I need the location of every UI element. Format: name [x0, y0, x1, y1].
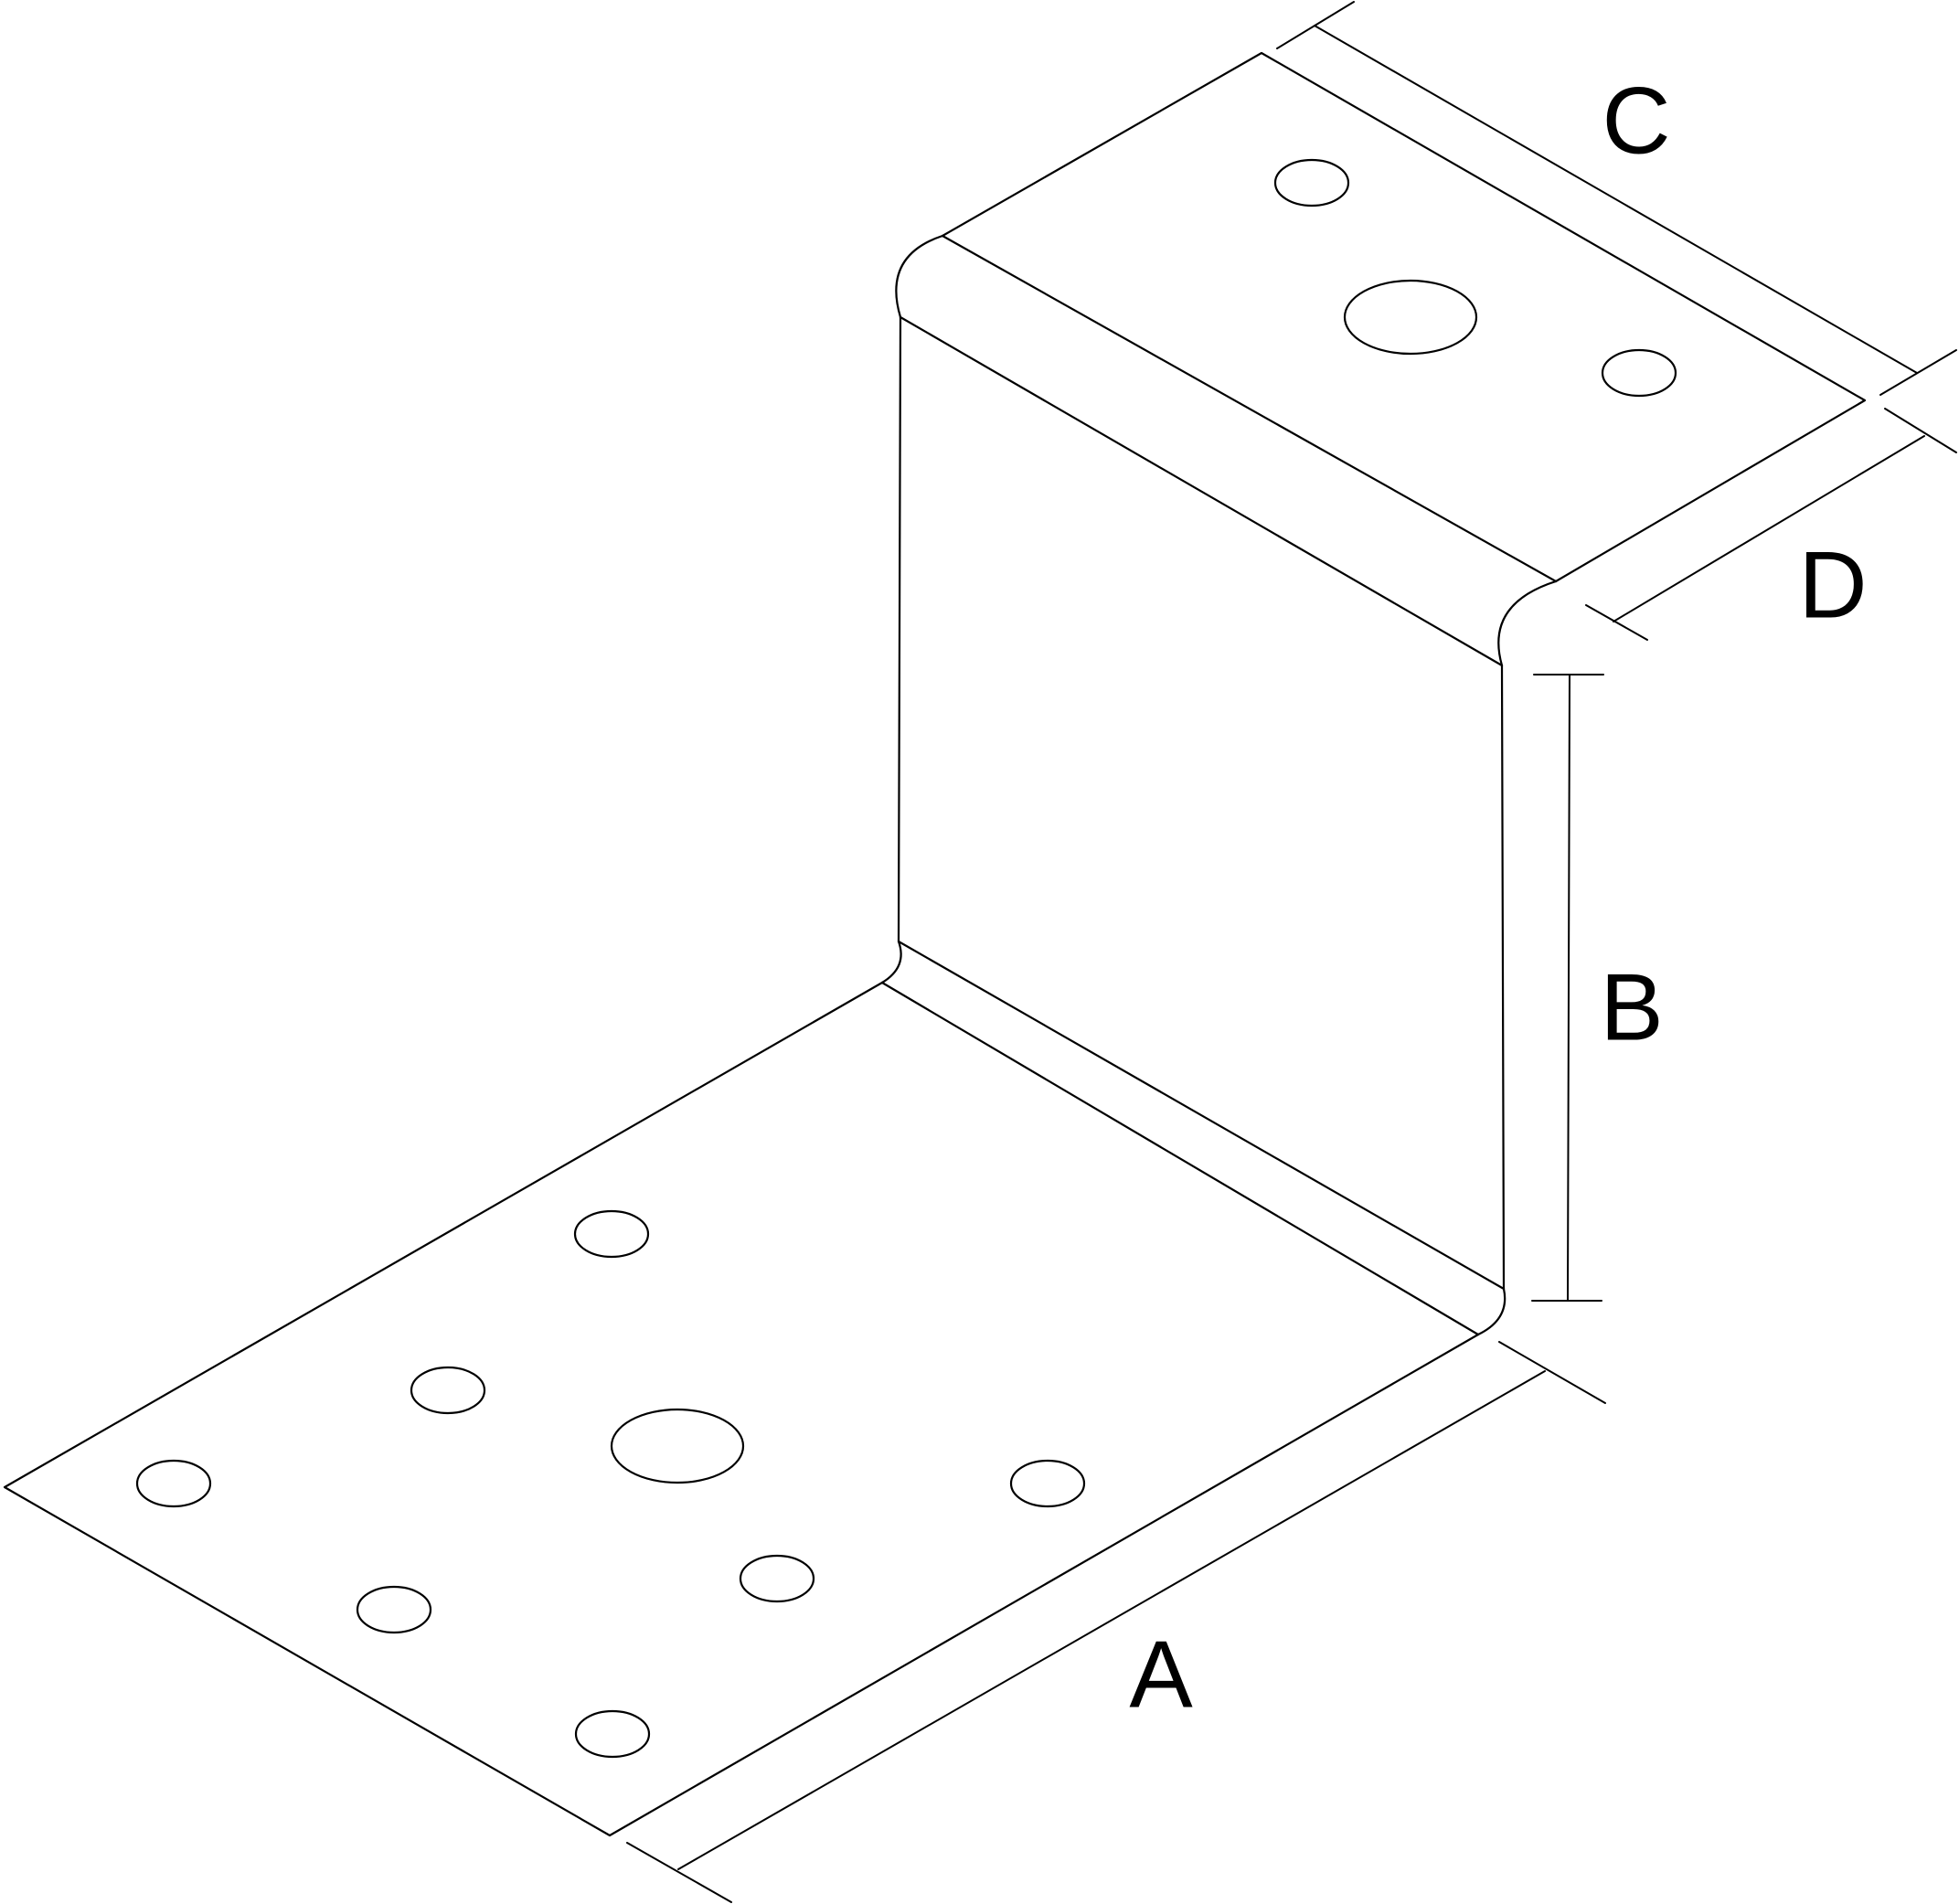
web-front-edge	[1500, 664, 1506, 1291]
top-hole-small-2	[1601, 348, 1677, 398]
vertical-web	[897, 315, 1506, 1291]
top-hole-small-1	[1273, 158, 1350, 207]
web-upper-fold-line	[899, 315, 1504, 667]
dimension-d-line	[1613, 435, 1925, 622]
dimension-a-extension-front	[626, 1842, 732, 1903]
dimension-d-extension-front	[1585, 604, 1648, 641]
dimension-c-extension-rear	[1276, 1, 1355, 49]
dimension-d-label: D	[1798, 532, 1867, 638]
base-plate-outline	[3, 981, 1480, 1837]
dimension-d: D	[1585, 408, 1957, 641]
dimension-c-label: C	[1602, 68, 1670, 174]
dimension-b: B	[1531, 674, 1664, 1302]
dimension-b-label: B	[1600, 954, 1663, 1060]
lower-bend-fillet-front	[1476, 1287, 1507, 1336]
base-plate-holes	[135, 1209, 1086, 1759]
base-hole-6	[356, 1585, 432, 1634]
lower-bend-inner-line	[880, 981, 1480, 1336]
top-plate-outline	[941, 51, 1867, 583]
dimension-c-extension-front	[1879, 349, 1957, 396]
base-hole-1	[573, 1209, 650, 1259]
base-hole-2	[410, 1366, 486, 1415]
base-hole-4	[1009, 1459, 1086, 1508]
upper-bend-inner-line	[941, 234, 1558, 583]
base-hole-3	[135, 1459, 212, 1508]
base-hole-large	[610, 1408, 745, 1484]
dimension-a-extension-rear	[1498, 1341, 1606, 1404]
dimension-c-line	[1314, 25, 1918, 374]
top-plate-holes	[1273, 158, 1677, 398]
web-lower-fold-line	[897, 940, 1506, 1291]
upper-bend-fillet-front	[1497, 580, 1558, 667]
dimension-b-line	[1567, 674, 1570, 1302]
base-hole-7	[574, 1709, 651, 1759]
upper-bend-fillet-rear	[895, 234, 944, 319]
web-left-edge	[897, 315, 902, 943]
top-hole-large	[1343, 279, 1478, 356]
dimension-d-extension-rear	[1884, 408, 1957, 453]
dimension-a-line	[677, 1370, 1546, 1870]
dimension-c: C	[1276, 1, 1957, 396]
dimension-a-label: A	[1129, 1622, 1193, 1728]
base-hole-5	[739, 1554, 815, 1603]
top-plate	[895, 51, 1867, 667]
dimension-a: A	[626, 1341, 1606, 1903]
base-plate	[3, 940, 1507, 1837]
lower-bend-fillet-rear	[880, 940, 902, 984]
